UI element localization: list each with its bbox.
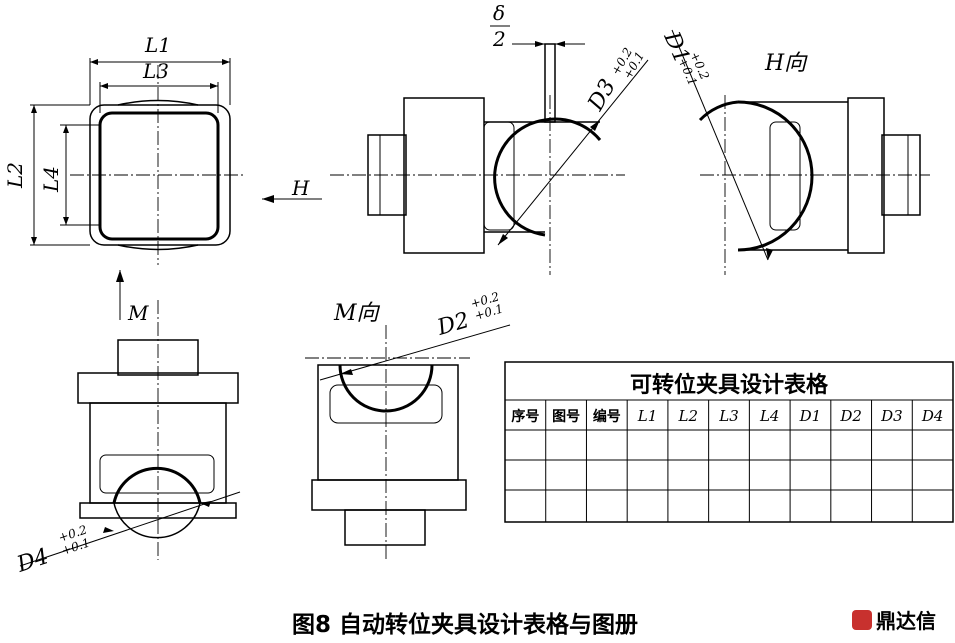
top-right-view: D1 +0.2 +0.1 H向 bbox=[658, 27, 930, 275]
delta-label: δ bbox=[493, 1, 505, 25]
table-header-cell: 序号 bbox=[511, 408, 539, 425]
table-title: 可转位夹具设计表格 bbox=[630, 372, 829, 398]
table-header-cell: D2 bbox=[839, 407, 862, 425]
top-middle-view: D3 +0.2 +0.1 δ 2 bbox=[330, 1, 649, 275]
d2-leader bbox=[319, 324, 511, 381]
h-view-label: H向 bbox=[764, 51, 808, 76]
design-table: 可转位夹具设计表格 序号图号编号 L1 L2 L3 L4 D1 D2 D3 D4 bbox=[504, 361, 954, 523]
top-left-view: L1 L3 L2 L4 H M bbox=[3, 33, 322, 325]
d1-leader bbox=[671, 29, 769, 261]
inner-body bbox=[98, 111, 220, 241]
d3-leader bbox=[497, 59, 649, 246]
d2-arc bbox=[338, 364, 434, 413]
table-header-cell: L2 bbox=[678, 407, 699, 425]
figure-caption: 图8 自动转位夹具设计表格与图册 bbox=[292, 611, 638, 638]
table-header-cell: D3 bbox=[880, 407, 903, 425]
table-header-cell: D1 bbox=[799, 407, 822, 425]
table-header-cell: 编号 bbox=[593, 408, 621, 425]
l2-label: L2 bbox=[3, 162, 27, 189]
d3-label: D3 bbox=[583, 75, 621, 116]
d4-arc bbox=[112, 466, 202, 504]
d2-label: D2 bbox=[434, 308, 472, 341]
watermark-text: 鼎达信 bbox=[876, 609, 936, 633]
l4-label: L4 bbox=[39, 166, 63, 193]
table-header-cell: L3 bbox=[718, 407, 739, 425]
delta-divisor: 2 bbox=[492, 27, 506, 51]
watermark-logo: 鼎达信 bbox=[852, 609, 936, 633]
d3-arc bbox=[493, 118, 546, 237]
bottom-left-view: D4 +0.2 +0.1 bbox=[13, 300, 241, 578]
table-header-cell: D4 bbox=[921, 407, 944, 425]
d4-label: D4 bbox=[13, 544, 52, 578]
m-label: M bbox=[127, 301, 149, 325]
h-label: H bbox=[291, 176, 310, 200]
l1-label: L1 bbox=[144, 33, 171, 57]
l3-label: L3 bbox=[142, 59, 169, 83]
d3-post bbox=[544, 43, 556, 123]
table-header-cell: 图号 bbox=[552, 409, 580, 425]
table-header-cell: L4 bbox=[759, 407, 780, 425]
table-border bbox=[504, 361, 954, 523]
table-header-cell: L1 bbox=[637, 407, 658, 425]
m-view-label: M向 bbox=[333, 301, 381, 326]
d1-arc bbox=[737, 100, 814, 252]
bottom-middle-view: D2 +0.2 +0.1 M向 bbox=[305, 289, 511, 560]
